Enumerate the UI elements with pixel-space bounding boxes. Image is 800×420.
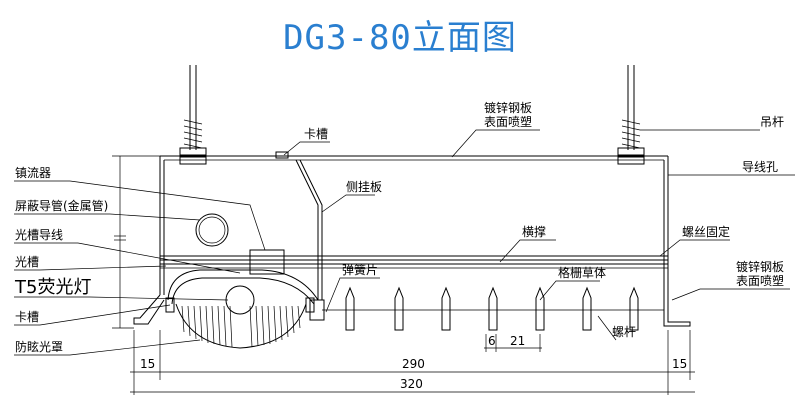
label-screw-rod: 螺杆 bbox=[612, 325, 636, 339]
label-ballast: 镇流器 bbox=[15, 166, 51, 180]
bottom-dimensions bbox=[130, 330, 695, 395]
dim-total-width: 320 bbox=[400, 377, 423, 391]
label-screw-fix: 螺丝固定 bbox=[682, 224, 730, 239]
label-galv-top-1: 镀锌钢板 bbox=[484, 101, 532, 115]
label-anti-glare-cover: 防眩光罩 bbox=[15, 339, 63, 354]
dim-fin-thickness: 6 bbox=[488, 334, 496, 348]
label-galv-top-2: 表面喷塑 bbox=[484, 114, 532, 129]
label-side-hang-plate: 侧挂板 bbox=[346, 180, 382, 194]
diagram-title: DG3-80立面图 bbox=[283, 18, 517, 58]
label-spring-piece: 弹簧片 bbox=[342, 262, 378, 277]
hanger-rod-right bbox=[617, 65, 645, 165]
shield-conduit-inner bbox=[198, 216, 226, 244]
label-crossbar: 横撑 bbox=[522, 224, 546, 239]
label-light-slot-wire: 光槽导线 bbox=[15, 228, 63, 242]
label-galv-right-1: 镀锌钢板 bbox=[736, 260, 784, 274]
crossbar-rail bbox=[160, 255, 668, 269]
vertical-dimension bbox=[112, 155, 160, 329]
label-light-slot: 光槽 bbox=[15, 255, 39, 269]
dim-right-margin: 15 bbox=[672, 357, 687, 371]
label-grille-body: 格栅草体 bbox=[558, 265, 606, 280]
top-clip-slot bbox=[275, 151, 289, 159]
shield-conduit-circle bbox=[195, 213, 229, 247]
label-shield-conduit: 屏蔽导管(金属管) bbox=[15, 198, 108, 213]
label-t5-lamp: T5荧光灯 bbox=[14, 277, 91, 298]
label-wire-hole: 导线孔 bbox=[742, 160, 778, 174]
label-galv-right-2: 表面喷塑 bbox=[736, 273, 784, 288]
label-hanger-rod: 吊杆 bbox=[760, 115, 784, 129]
luminaire-housing bbox=[133, 155, 691, 327]
lamp-assembly bbox=[165, 269, 319, 349]
grille-fins bbox=[322, 286, 664, 331]
dim-fin-spacing: 21 bbox=[510, 334, 525, 348]
label-clip-slot-top: 卡槽 bbox=[304, 127, 328, 141]
side-hang-plate bbox=[295, 159, 325, 321]
label-clip-slot-left: 卡槽 bbox=[15, 310, 39, 324]
dim-inner-width: 290 bbox=[402, 357, 425, 371]
hanger-rod-left bbox=[179, 65, 207, 165]
ballast-box bbox=[249, 249, 285, 275]
dim-left-margin: 15 bbox=[140, 357, 155, 371]
leader-lines bbox=[14, 129, 795, 356]
